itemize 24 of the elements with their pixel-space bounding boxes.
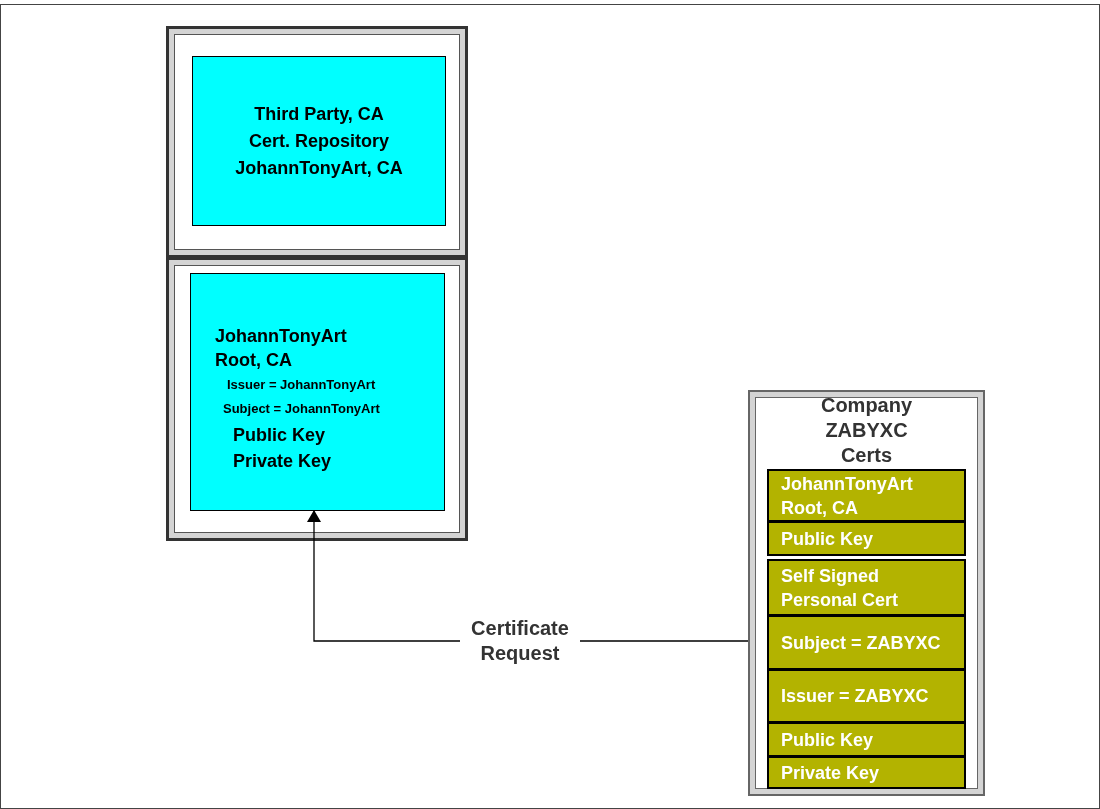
node-text: JohannTonyArt Root, CA xyxy=(215,325,348,372)
certificate-field-box xyxy=(767,669,966,723)
node-text: Private Key xyxy=(781,761,881,785)
node-text: Issuer = ZABYXC xyxy=(781,685,930,708)
panel-box xyxy=(166,26,468,258)
certificate-store-box xyxy=(748,390,985,796)
node-text: Public Key xyxy=(233,424,326,447)
node-text: Cert. Repository xyxy=(249,129,389,153)
certificate-box xyxy=(192,56,446,226)
node-text: Public Key xyxy=(781,728,875,752)
node-text: JohannTonyArt Root, CA xyxy=(781,472,914,520)
node-text: Subject = JohannTonyArt xyxy=(223,400,380,418)
node-text: Subject = ZABYXC xyxy=(781,631,941,655)
certificate-field-box xyxy=(767,722,966,757)
node-text: Private Key xyxy=(233,450,332,473)
panel-box xyxy=(166,257,468,541)
node-text: Self Signed Personal Cert xyxy=(781,564,900,612)
node-title: Company ZABYXC Certs xyxy=(819,393,914,468)
certificate-field-box xyxy=(767,615,966,670)
node-text: JohannTonyArt, CA xyxy=(235,156,403,180)
certificate-box xyxy=(190,273,445,511)
node-text: Issuer = JohannTonyArt xyxy=(227,376,376,394)
node-text: Third Party, CA xyxy=(254,102,384,126)
node-text: Public Key xyxy=(781,527,875,551)
